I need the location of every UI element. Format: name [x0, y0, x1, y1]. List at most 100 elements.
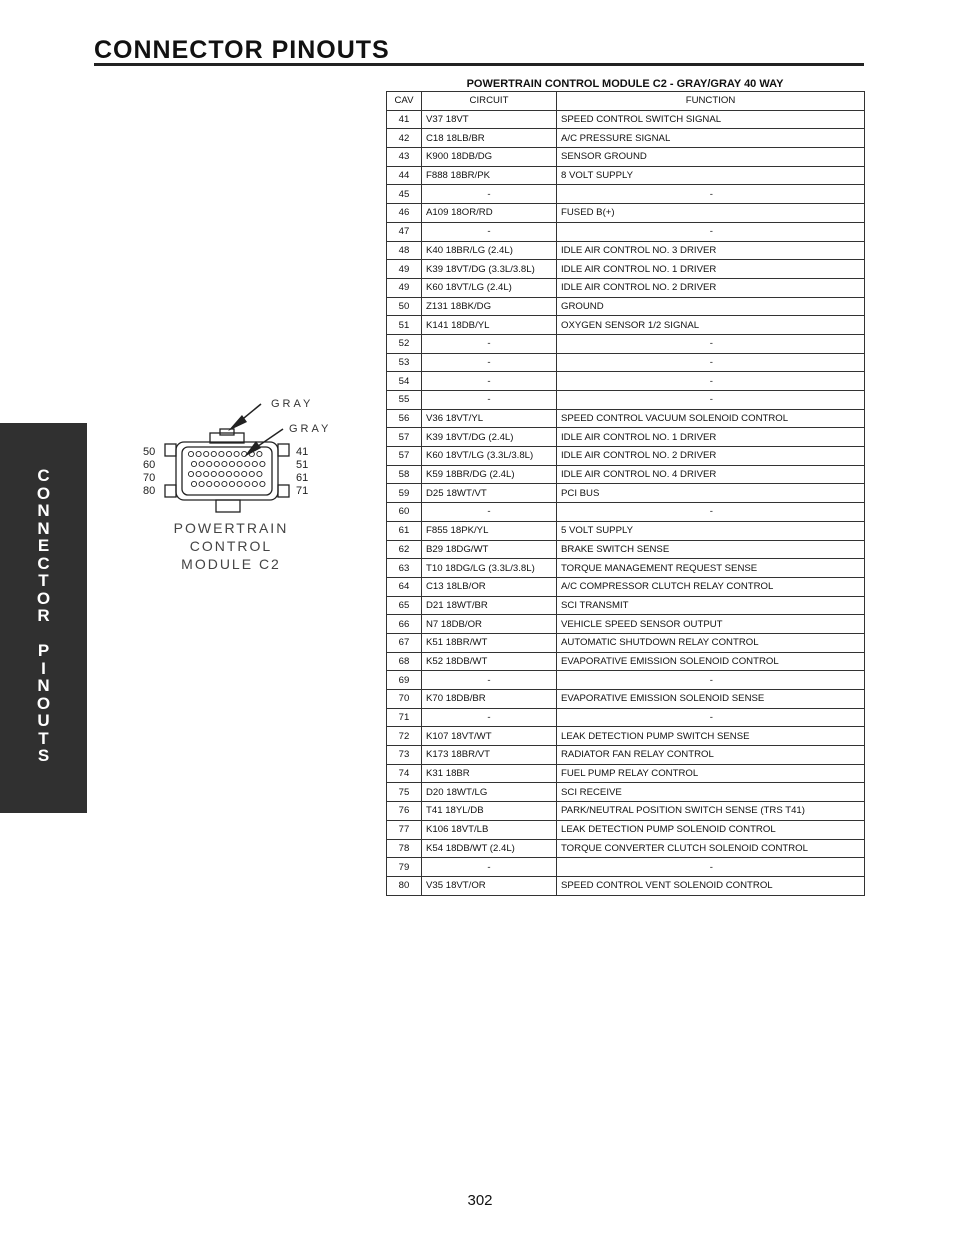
caption-line: MODULE C2 — [181, 556, 281, 572]
gray-arrow-1 — [228, 403, 262, 431]
cell-cav: 56 — [386, 408, 422, 429]
cavity-number: 41 — [296, 446, 308, 458]
cell-cav: 57 — [386, 446, 422, 466]
cell-circuit: V35 18VT/OR — [421, 875, 557, 896]
pin-cavity — [233, 450, 240, 458]
cell-cav: 50 — [386, 296, 422, 317]
cell-circuit: K51 18BR/WT — [421, 632, 557, 653]
cell-circuit: Z131 18BK/DG — [421, 296, 557, 317]
cell-function: FUSED B(+) — [556, 203, 865, 223]
cell-cav: 73 — [386, 745, 422, 765]
cell-circuit: K59 18BR/DG (2.4L) — [421, 464, 557, 485]
cell-cav: 72 — [386, 726, 422, 747]
cavity-number: 61 — [296, 472, 308, 484]
pin-cavity — [251, 480, 258, 488]
cell-cav: 57 — [386, 427, 422, 448]
cell-circuit: - — [421, 352, 557, 373]
cavity-number: 70 — [143, 472, 155, 484]
cell-cav: 42 — [386, 128, 422, 149]
cell-function: SENSOR GROUND — [556, 147, 865, 167]
cell-function: - — [556, 184, 865, 205]
cell-cav: 79 — [386, 857, 422, 877]
cell-function: IDLE AIR CONTROL NO. 2 DRIVER — [556, 446, 865, 466]
pin-cavity — [206, 480, 213, 488]
table-row: 54-- — [386, 371, 865, 391]
gray-arrow-2 — [244, 428, 284, 457]
connector-body — [164, 428, 290, 513]
pin-cavity — [195, 470, 202, 478]
pin-cavity — [213, 480, 220, 488]
cell-circuit: - — [421, 670, 557, 690]
pin-cavity — [210, 470, 217, 478]
cell-circuit: - — [421, 857, 557, 877]
cell-circuit: - — [421, 184, 557, 205]
cell-function: BRAKE SWITCH SENSE — [556, 539, 865, 560]
cell-cav: 64 — [386, 576, 422, 597]
pin-cavity — [259, 460, 266, 468]
cell-circuit: C13 18LB/OR — [421, 576, 557, 597]
cell-function: - — [556, 857, 865, 877]
cell-cav: 43 — [386, 147, 422, 167]
cell-cav: 63 — [386, 558, 422, 578]
cell-circuit: K40 18BR/LG (2.4L) — [421, 240, 557, 261]
cell-cav: 59 — [386, 483, 422, 504]
cell-cav: 58 — [386, 464, 422, 485]
cell-cav: 66 — [386, 614, 422, 634]
cell-function: PARK/NEUTRAL POSITION SWITCH SENSE (TRS … — [556, 801, 865, 821]
cell-function: - — [556, 707, 865, 728]
cell-circuit: - — [421, 707, 557, 728]
left-cavity-numbers: 50 60 70 80 — [143, 446, 155, 497]
cell-function: TORQUE CONVERTER CLUTCH SOLENOID CONTROL — [556, 838, 865, 859]
cavity-number: 71 — [296, 485, 308, 497]
connector-pins — [187, 450, 266, 488]
pin-cavity — [203, 450, 210, 458]
cell-circuit: K54 18DB/WT (2.4L) — [421, 838, 557, 859]
pin-cavity — [203, 470, 210, 478]
cell-circuit: D25 18WT/VT — [421, 483, 557, 504]
cell-cav: 71 — [386, 707, 422, 728]
cell-function: - — [556, 221, 865, 242]
table-row: 45-- — [386, 184, 865, 205]
pin-cavity — [259, 480, 266, 488]
cell-function: - — [556, 670, 865, 690]
cell-cav: 52 — [386, 333, 422, 354]
cell-function: AUTOMATIC SHUTDOWN RELAY CONTROL — [556, 632, 865, 653]
cell-function: A/C PRESSURE SIGNAL — [556, 128, 865, 149]
cell-function: VEHICLE SPEED SENSOR OUTPUT — [556, 614, 865, 634]
cell-function: SPEED CONTROL VENT SOLENOID CONTROL — [556, 875, 865, 896]
cell-function: A/C COMPRESSOR CLUTCH RELAY CONTROL — [556, 576, 865, 597]
pin-cavity — [218, 450, 225, 458]
cell-circuit: K31 18BR — [421, 763, 557, 784]
section-side-tab: C O N N E C T O R P I N O U T S — [0, 423, 87, 813]
pin-cavity — [233, 470, 240, 478]
table-row: 71-- — [386, 707, 865, 728]
cell-function: LEAK DETECTION PUMP SWITCH SENSE — [556, 726, 865, 747]
cell-circuit: - — [421, 371, 557, 391]
cell-function: IDLE AIR CONTROL NO. 1 DRIVER — [556, 427, 865, 448]
cell-cav: 51 — [386, 315, 422, 335]
cell-cav: 61 — [386, 520, 422, 541]
cell-function: - — [556, 352, 865, 373]
table-row: 53-- — [386, 352, 865, 373]
cell-cav: 74 — [386, 763, 422, 784]
cell-circuit: K60 18VT/LG (2.4L) — [421, 277, 557, 298]
pin-cavity — [218, 470, 225, 478]
pin-cavity — [228, 480, 236, 488]
cell-function: LEAK DETECTION PUMP SOLENOID CONTROL — [556, 819, 865, 840]
diagram-caption: POWERTRAIN CONTROL MODULE C2 — [174, 520, 287, 572]
pin-cavity — [236, 460, 243, 468]
